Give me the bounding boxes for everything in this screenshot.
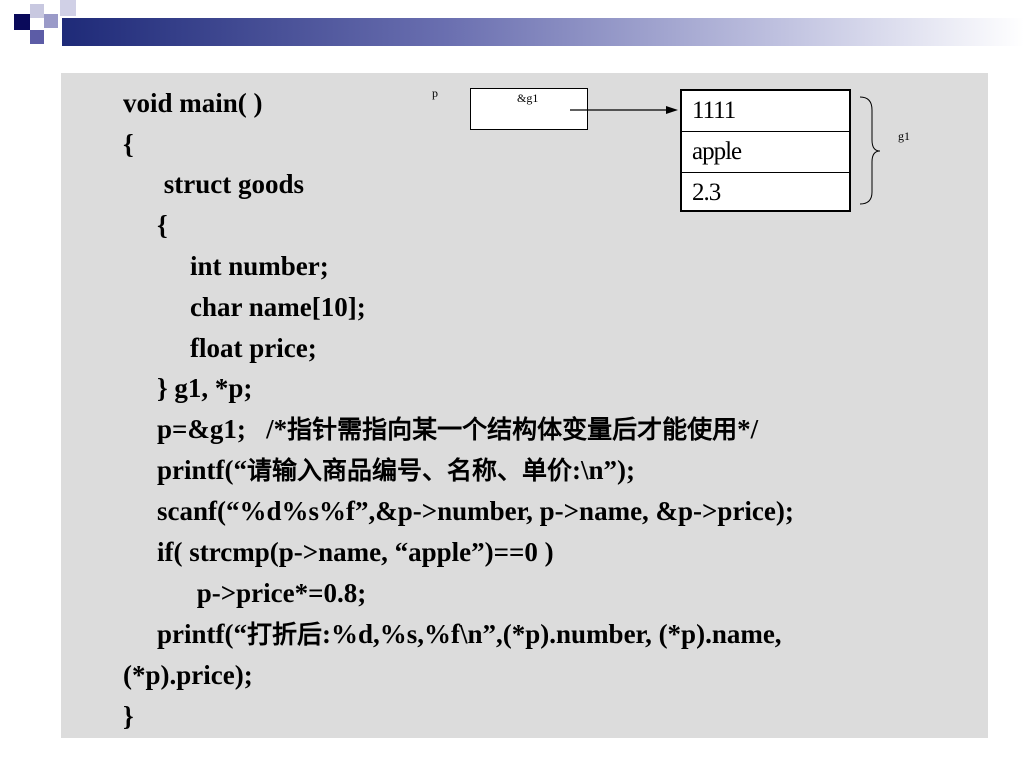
code-fragment: printf(“ [157, 619, 247, 649]
decor-square [30, 4, 44, 18]
code-line: { [123, 129, 134, 159]
pointer-box: &g1 [470, 88, 588, 130]
code-line: (*p).price); [123, 660, 253, 690]
code-line: char name[10]; [190, 292, 366, 322]
code-line: p->price*=0.8; [190, 578, 367, 608]
code-fragment: :%d,%s,%f\n”,(*p).number, (*p).name, [322, 619, 782, 649]
decor-square [60, 0, 76, 16]
code-line: } g1, *p; [157, 373, 253, 403]
decor-square [14, 14, 30, 30]
struct-field-name: apple [682, 132, 849, 173]
code-line: p=&g1; /*指针需指向某一个结构体变量后才能使用*/ [157, 414, 758, 445]
code-line: int number; [190, 251, 329, 281]
pointer-value: &g1 [517, 91, 539, 105]
code-fragment: :\n”); [572, 455, 636, 485]
code-string-cjk: 打折后 [247, 620, 323, 649]
decor-square [44, 14, 58, 28]
code-line: printf(“请输入商品编号、名称、单价:\n”); [157, 455, 635, 486]
struct-box: 1111 apple 2.3 [680, 89, 851, 212]
code-string-cjk: 请输入商品编号、名称、单价 [247, 456, 573, 485]
struct-field-price: 2.3 [692, 179, 721, 206]
code-line: float price; [190, 333, 317, 363]
code-line: if( strcmp(p->name, “apple”)==0 ) [157, 537, 554, 567]
code-line: scanf(“%d%s%f”,&p->number, p->name, &p->… [157, 496, 794, 526]
code-fragment: p=&g1; /* [157, 414, 288, 444]
code-comment-cjk: 指针需指向某一个结构体变量后才能使用 [287, 415, 738, 444]
struct-field-number: 1111 [682, 91, 849, 132]
decor-square [30, 30, 44, 44]
pointer-label: p [432, 86, 438, 100]
pointer-arrowhead [666, 106, 678, 114]
code-line: printf(“打折后:%d,%s,%f\n”,(*p).number, (*p… [157, 619, 782, 650]
code-line: void main( ) [123, 88, 263, 118]
struct-label: g1 [898, 129, 910, 143]
code-line: struct goods [157, 169, 304, 199]
code-fragment: printf(“ [157, 455, 247, 485]
header-gradient-bar [62, 18, 1024, 46]
struct-brace [859, 96, 881, 205]
code-fragment: */ [737, 414, 759, 444]
code-line: { [157, 210, 168, 240]
code-line: } [123, 701, 134, 731]
